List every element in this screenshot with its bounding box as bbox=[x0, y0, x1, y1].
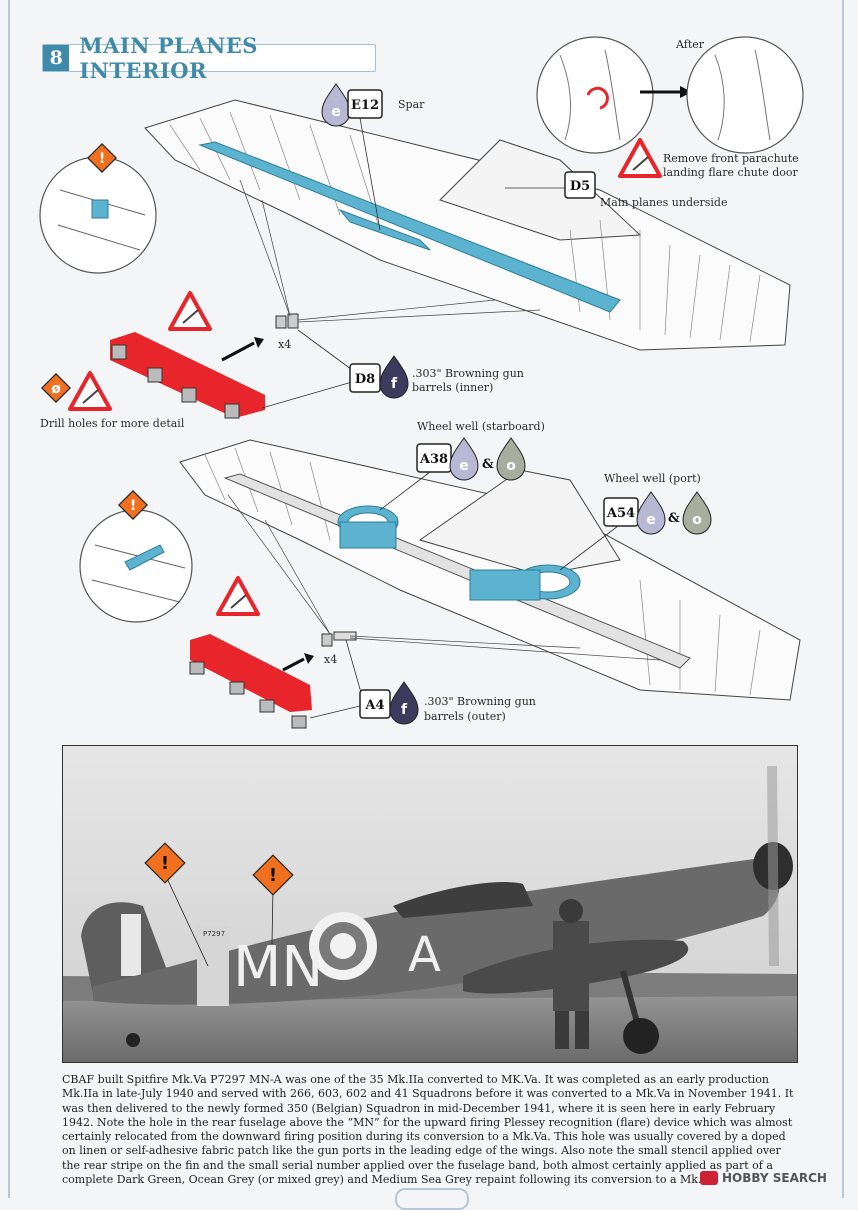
inset-before bbox=[536, 36, 654, 154]
red-gun-part-upper bbox=[110, 332, 265, 419]
red-gun-part-lower bbox=[189, 634, 312, 729]
photo-warning-icon: ! bbox=[144, 842, 186, 884]
fuselage-letters: MN bbox=[233, 935, 323, 1000]
svg-text:!: ! bbox=[130, 498, 136, 514]
svg-text:Spar: Spar bbox=[398, 98, 425, 111]
watermark-text: HOBBY SEARCH bbox=[722, 1171, 827, 1185]
inset-circle-lower-left bbox=[79, 509, 193, 623]
svg-text:D5: D5 bbox=[570, 179, 590, 194]
svg-text:Wheel well (starboard): Wheel well (starboard) bbox=[417, 420, 545, 433]
knife-warning-icon bbox=[168, 291, 212, 331]
svg-text:f: f bbox=[401, 702, 408, 718]
svg-text:A4: A4 bbox=[364, 698, 384, 713]
svg-text:!: ! bbox=[269, 865, 277, 886]
step-header: 8 MAIN PLANES INTERIOR bbox=[42, 33, 376, 83]
step-number: 8 bbox=[43, 45, 70, 71]
knife-warning-icon bbox=[68, 371, 112, 411]
svg-text:D8: D8 bbox=[355, 372, 375, 387]
gun-barrels-outer: x4 bbox=[227, 494, 661, 666]
svg-text:e: e bbox=[646, 512, 656, 528]
lower-wing-drawing bbox=[179, 439, 801, 701]
svg-text:E12: E12 bbox=[351, 98, 379, 113]
svg-text:!: ! bbox=[161, 853, 169, 874]
svg-text:e: e bbox=[459, 458, 469, 474]
svg-text:!: ! bbox=[99, 151, 105, 167]
watermark: HOBBY SEARCH bbox=[700, 1171, 827, 1185]
knife-warning-icon bbox=[216, 576, 260, 616]
svg-text:&: & bbox=[482, 457, 494, 472]
step-title: MAIN PLANES INTERIOR bbox=[79, 33, 258, 83]
svg-text:landing flare chute door: landing flare chute door bbox=[663, 166, 799, 179]
svg-text:ø: ø bbox=[51, 381, 61, 397]
svg-text:e: e bbox=[331, 104, 341, 120]
hobby-search-logo-icon bbox=[700, 1171, 718, 1185]
assembly-diagram: ! e E12 Spar After Remove front parachut… bbox=[39, 36, 804, 729]
inset-circle-top-left bbox=[39, 156, 157, 274]
svg-text:barrels (inner): barrels (inner) bbox=[412, 381, 493, 394]
photo-caption: CBAF built Spitfire Mk.Va P7297 MN-A was… bbox=[62, 1073, 794, 1187]
svg-text:&: & bbox=[668, 511, 680, 526]
svg-text:x4: x4 bbox=[278, 338, 291, 351]
photo-serial-text: P7297 bbox=[203, 930, 225, 938]
knife-warning-icon bbox=[618, 138, 662, 178]
svg-text:f: f bbox=[391, 376, 398, 392]
spitfire-photo: P7297 MN A ! ! bbox=[62, 745, 798, 1063]
inset-after bbox=[686, 36, 804, 154]
code-letter: A bbox=[408, 927, 441, 983]
photo-warning-icon: ! bbox=[252, 854, 294, 896]
svg-text:Remove front parachute: Remove front parachute bbox=[663, 152, 799, 165]
svg-text:.303" Browning gun: .303" Browning gun bbox=[424, 695, 536, 708]
svg-text:After: After bbox=[675, 38, 705, 51]
svg-text:o: o bbox=[692, 512, 702, 528]
upper-wing-drawing bbox=[144, 99, 791, 351]
svg-text:barrels (outer): barrels (outer) bbox=[424, 710, 506, 723]
part-e12: e E12 Spar bbox=[321, 83, 425, 231]
svg-text:.303" Browning gun: .303" Browning gun bbox=[412, 367, 524, 380]
warning-icon: ! bbox=[87, 143, 117, 173]
svg-text:x4: x4 bbox=[324, 653, 337, 666]
svg-text:A54: A54 bbox=[606, 506, 635, 521]
svg-text:Main planes underside: Main planes underside bbox=[600, 196, 727, 209]
svg-text:Wheel well (port): Wheel well (port) bbox=[604, 472, 701, 485]
svg-text:A38: A38 bbox=[419, 452, 448, 467]
warning-icon: ! bbox=[118, 490, 148, 520]
drill-icon: ø bbox=[41, 373, 71, 403]
svg-text:Drill holes for more detail: Drill holes for more detail bbox=[40, 417, 185, 430]
gun-barrels-inner: x4 bbox=[239, 179, 541, 351]
page-number-tab bbox=[395, 1188, 469, 1210]
svg-text:o: o bbox=[506, 458, 516, 474]
